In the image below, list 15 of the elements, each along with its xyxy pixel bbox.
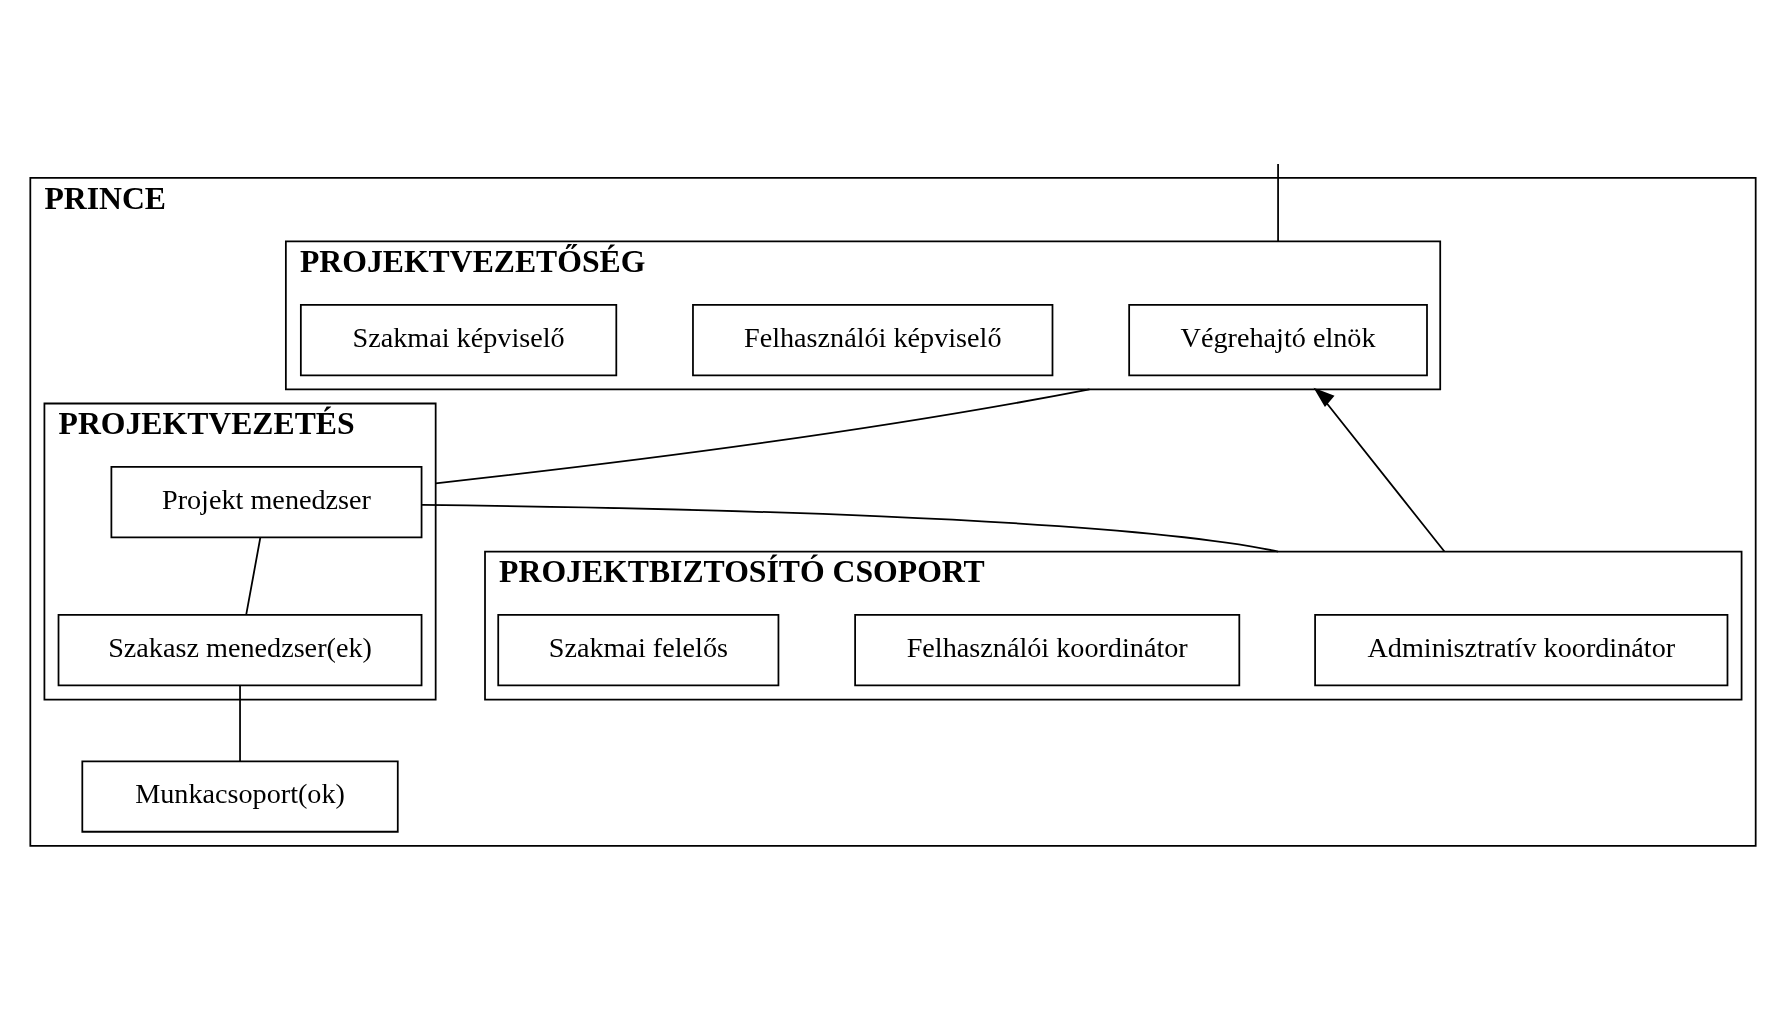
connector xyxy=(434,388,1091,485)
connector xyxy=(245,536,262,616)
connector xyxy=(239,684,241,763)
node-box: Szakmai felelős xyxy=(497,614,780,687)
node-box: Szakmai képviselő xyxy=(299,303,618,377)
node-box: Végrehajtó elnök xyxy=(1128,303,1428,377)
connector xyxy=(1277,163,1279,243)
arrow xyxy=(1313,387,1446,553)
node-box: Szakasz menedzser(ek) xyxy=(57,614,423,687)
node-box: Projekt menedzser xyxy=(110,466,423,539)
connector xyxy=(421,504,1279,553)
node-box: Adminisztratív koordinátor xyxy=(1314,614,1729,687)
node-box: Felhasználói képviselő xyxy=(692,303,1054,377)
node-box: Felhasználói koordinátor xyxy=(854,614,1241,687)
node-box: Munkacsoport(ok) xyxy=(81,760,399,833)
